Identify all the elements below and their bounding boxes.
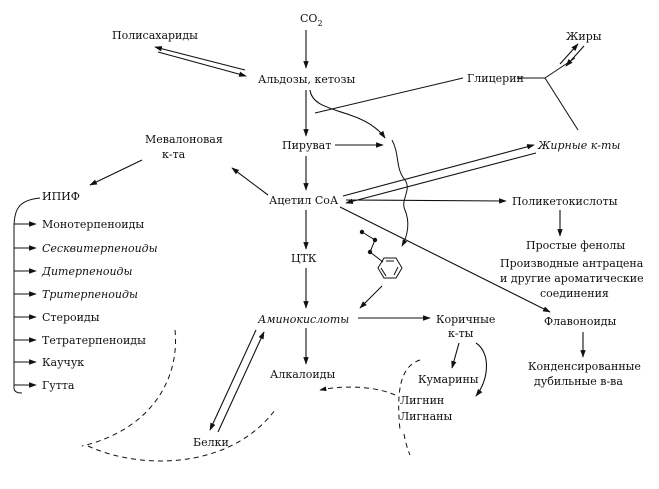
node-flavonoids: Флавоноиды [544, 315, 617, 328]
node-mevalonic-acid: Мевалоновая [145, 133, 223, 146]
terpenoid-item: Дитерпеноиды [41, 265, 133, 278]
node-condensed-tannins: Конденсированные [528, 360, 641, 373]
terpenoid-list: Монотерпеноиды Сесквитерпеноиды Дитерпен… [41, 218, 158, 392]
node-mevalonic-acid-2: к-та [162, 148, 186, 161]
phenylpropane-structure [359, 229, 403, 279]
node-anthracene-derivatives: Производные антрацена [500, 257, 644, 270]
node-amino-acids: Аминокислоты [257, 313, 349, 326]
node-coumarins: Кумарины [418, 373, 479, 386]
terpenoid-item: Монотерпеноиды [42, 218, 144, 231]
node-anthracene-derivatives-3: соединения [540, 287, 609, 300]
terpenoid-item: Стероиды [42, 311, 100, 324]
node-lignans: Лигнаны [400, 410, 452, 423]
co2-subscript: 2 [317, 19, 322, 28]
co2-label: CO2 [300, 12, 323, 28]
node-ipp: ИПИФ [42, 190, 80, 203]
dashed-links [81, 329, 421, 462]
pathway-arrows [13, 30, 586, 433]
node-cinnamic-acids-2: к-ты [448, 327, 474, 340]
node-cinnamic-acids: Коричные [436, 313, 495, 326]
node-glycerin: Глицерин [467, 72, 524, 85]
node-pyruvate: Пируват [282, 139, 331, 152]
node-fats: Жиры [566, 30, 602, 43]
node-aldoses-ketoses: Альдозы, кетозы [258, 73, 356, 86]
node-simple-phenols: Простые фенолы [526, 239, 625, 252]
terpenoid-item: Тетратерпеноиды [42, 334, 146, 347]
node-proteins: Белки [193, 436, 229, 449]
node-polyketoacids: Поликетокислоты [512, 195, 618, 208]
terpenoid-item: Сесквитерпеноиды [42, 242, 158, 255]
terpenoid-item: Тритерпеноиды [42, 288, 138, 301]
node-condensed-tannins-2: дубильные в-ва [534, 375, 623, 388]
node-fatty-acids: Жирные к-ты [537, 139, 620, 152]
node-alkaloids: Алкалоиды [270, 368, 335, 381]
node-anthracene-derivatives-2: и другие ароматические [500, 272, 644, 285]
node-lignin: Лигнин [400, 394, 444, 407]
node-acetyl-coa: Ацетил СоА [269, 194, 339, 207]
node-tca: ЦТК [291, 252, 317, 265]
node-polysaccharides: Полисахариды [112, 29, 198, 42]
terpenoid-item: Каучук [42, 356, 84, 369]
terpenoid-item: Гутта [42, 379, 75, 392]
